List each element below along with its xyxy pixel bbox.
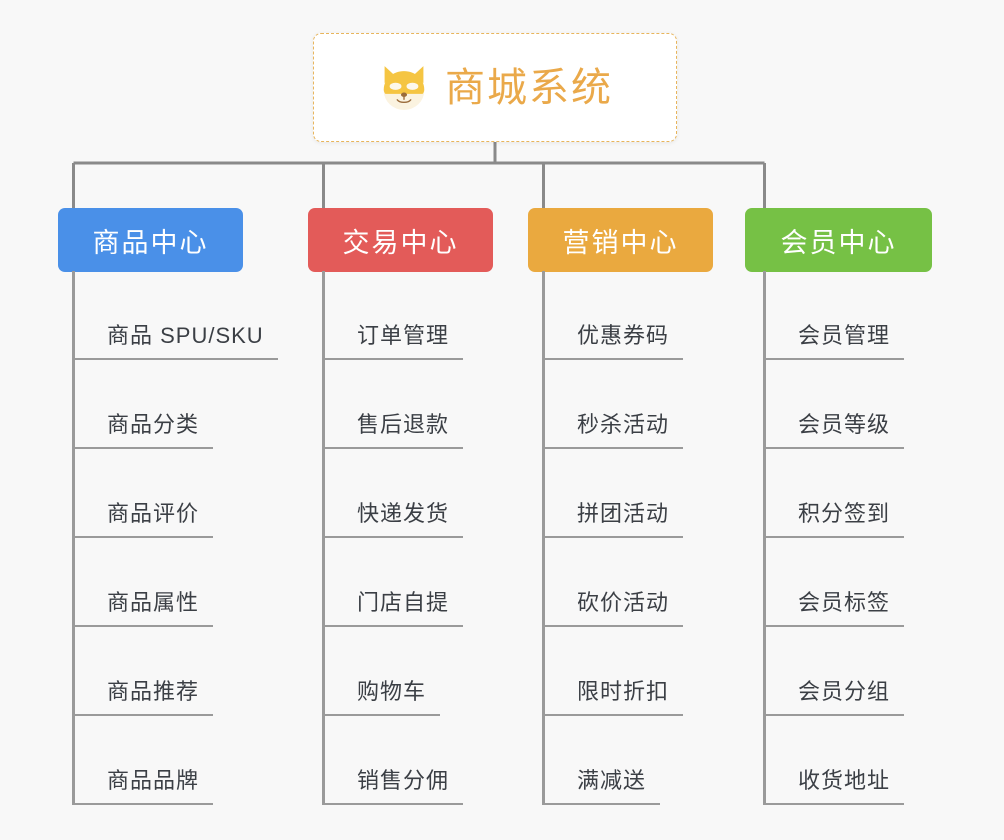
- leaf-underline: [322, 447, 464, 449]
- leaf-underline: [72, 803, 214, 805]
- leaf-underline: [322, 358, 464, 360]
- leaf-underline: [763, 536, 905, 538]
- leaf-item[interactable]: 商品 SPU/SKU: [72, 271, 278, 360]
- leaf-underline: [542, 714, 684, 716]
- leaf-label: 会员分组: [798, 679, 891, 704]
- category-label: 交易中心: [342, 227, 459, 258]
- category-box-2[interactable]: 交易中心: [308, 208, 493, 272]
- leaf-underline: [322, 803, 464, 805]
- leaf-label: 砍价活动: [577, 590, 670, 615]
- leaf-label: 秒杀活动: [577, 412, 670, 437]
- category-label: 会员中心: [780, 227, 897, 258]
- leaf-label: 商品评价: [107, 501, 200, 526]
- leaf-underline: [72, 358, 278, 360]
- leaf-label: 购物车: [357, 679, 427, 704]
- leaf-item[interactable]: 商品品牌: [72, 716, 214, 805]
- leaf-label: 商品推荐: [107, 679, 200, 704]
- leaf-item[interactable]: 秒杀活动: [542, 360, 684, 449]
- root-node[interactable]: 商城系统: [313, 33, 677, 142]
- leaf-item[interactable]: 商品属性: [72, 538, 214, 627]
- leaf-underline: [542, 447, 684, 449]
- leaf-item[interactable]: 商品推荐: [72, 627, 214, 716]
- leaf-underline: [763, 447, 905, 449]
- leaf-item[interactable]: 会员分组: [763, 627, 905, 716]
- category-label: 营销中心: [562, 227, 679, 258]
- leaf-label: 会员等级: [798, 412, 891, 437]
- leaf-item[interactable]: 售后退款: [322, 360, 464, 449]
- category-box-4[interactable]: 会员中心: [745, 208, 932, 272]
- leaf-item[interactable]: 会员等级: [763, 360, 905, 449]
- leaf-underline: [72, 714, 214, 716]
- branch-spine: [72, 271, 75, 805]
- leaf-item[interactable]: 砍价活动: [542, 538, 684, 627]
- leaf-item[interactable]: 积分签到: [763, 449, 905, 538]
- leaf-item[interactable]: 限时折扣: [542, 627, 684, 716]
- leaf-label: 售后退款: [357, 412, 450, 437]
- leaf-underline: [322, 714, 441, 716]
- leaf-label: 销售分佣: [357, 768, 450, 793]
- leaf-underline: [763, 358, 905, 360]
- branch-spine: [322, 271, 325, 805]
- leaf-underline: [542, 625, 684, 627]
- leaf-item[interactable]: 会员标签: [763, 538, 905, 627]
- leaf-label: 优惠券码: [577, 323, 670, 348]
- leaf-label: 拼团活动: [577, 501, 670, 526]
- category-box-3[interactable]: 营销中心: [528, 208, 713, 272]
- leaf-item[interactable]: 会员管理: [763, 271, 905, 360]
- leaf-underline: [763, 625, 905, 627]
- leaf-underline: [763, 714, 905, 716]
- leaf-label: 满减送: [577, 768, 647, 793]
- leaf-label: 商品 SPU/SKU: [107, 323, 264, 348]
- leaf-item[interactable]: 商品评价: [72, 449, 214, 538]
- leaf-item[interactable]: 优惠券码: [542, 271, 684, 360]
- leaf-underline: [72, 536, 214, 538]
- leaf-label: 会员标签: [798, 590, 891, 615]
- leaf-underline: [542, 803, 661, 805]
- leaf-item[interactable]: 拼团活动: [542, 449, 684, 538]
- category-box-1[interactable]: 商品中心: [58, 208, 243, 272]
- category-label: 商品中心: [92, 227, 209, 258]
- leaf-label: 商品分类: [107, 412, 200, 437]
- leaf-item[interactable]: 订单管理: [322, 271, 464, 360]
- leaf-label: 订单管理: [357, 323, 450, 348]
- branch-spine: [542, 271, 545, 805]
- leaf-item[interactable]: 快递发货: [322, 449, 464, 538]
- leaf-item[interactable]: 销售分佣: [322, 716, 464, 805]
- leaf-item[interactable]: 购物车: [322, 627, 441, 716]
- leaf-label: 快递发货: [357, 501, 450, 526]
- leaf-underline: [322, 536, 464, 538]
- root-title: 商城系统: [445, 65, 613, 110]
- leaf-underline: [322, 625, 464, 627]
- shiba-dog-face-icon: [383, 65, 425, 110]
- leaf-item[interactable]: 商品分类: [72, 360, 214, 449]
- leaf-item[interactable]: 满减送: [542, 716, 661, 805]
- leaf-item[interactable]: 收货地址: [763, 716, 905, 805]
- leaf-item[interactable]: 门店自提: [322, 538, 464, 627]
- leaf-label: 商品属性: [107, 590, 200, 615]
- leaf-label: 收货地址: [798, 768, 891, 793]
- leaf-label: 积分签到: [798, 501, 891, 526]
- leaf-underline: [763, 803, 905, 805]
- leaf-underline: [542, 536, 684, 538]
- leaf-underline: [542, 358, 684, 360]
- leaf-label: 会员管理: [798, 323, 891, 348]
- leaf-label: 限时折扣: [577, 679, 670, 704]
- leaf-underline: [72, 625, 214, 627]
- leaf-label: 商品品牌: [107, 768, 200, 793]
- branch-spine: [763, 271, 766, 805]
- leaf-label: 门店自提: [357, 590, 450, 615]
- leaf-underline: [72, 447, 214, 449]
